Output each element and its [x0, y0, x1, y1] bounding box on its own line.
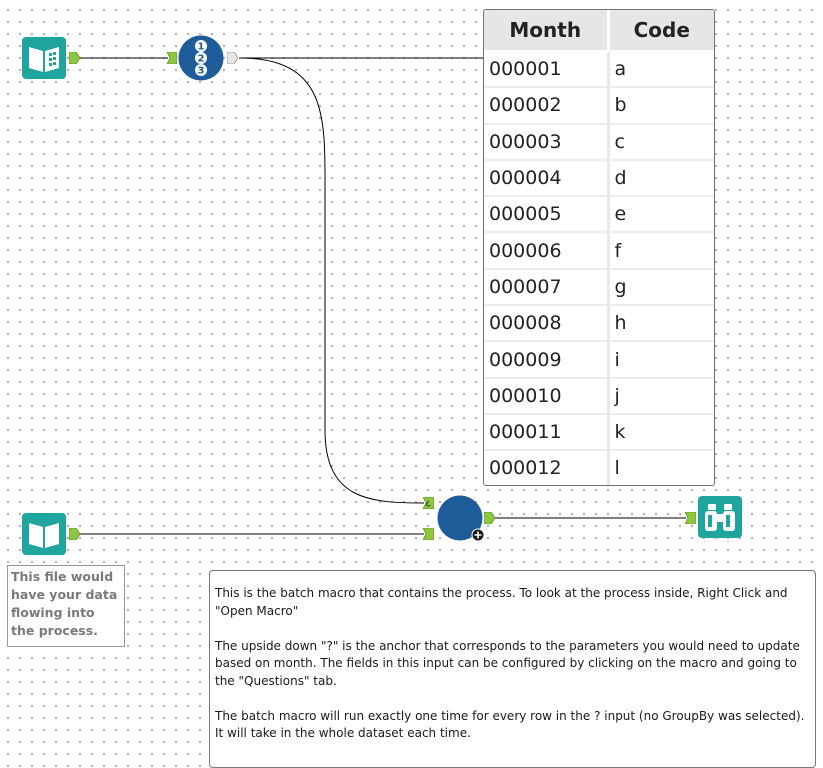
code-cell: k: [608, 413, 714, 452]
digit-1: 1: [198, 42, 205, 53]
book-icon: [22, 37, 66, 79]
batch-macro-circle-icon: [437, 495, 485, 542]
data-note-comment[interactable]: This file would have your data flowing i…: [7, 565, 125, 647]
month-cell: 000003: [484, 123, 610, 161]
browse-tool[interactable]: [698, 496, 742, 538]
code-cell: i: [608, 341, 714, 379]
browse-input-anchor[interactable]: [685, 512, 696, 524]
code-cell: f: [608, 232, 714, 270]
code-cell: c: [608, 123, 714, 161]
month-cell: 000011: [484, 413, 610, 452]
binoculars-icon: [698, 496, 742, 538]
code-cell: a: [608, 51, 714, 89]
month-cell: 000004: [484, 159, 610, 198]
month-cell: 000007: [484, 268, 610, 307]
recordid-input-anchor[interactable]: [167, 52, 177, 64]
input-top-output-anchor[interactable]: [69, 52, 80, 64]
column-header-month[interactable]: Month: [484, 10, 610, 52]
digit-3: 3: [198, 66, 205, 77]
macro-note-paragraph: The batch macro will run exactly one tim…: [215, 708, 805, 741]
macro-note-paragraph: This is the batch macro that contains th…: [215, 586, 788, 618]
month-cell: 000012: [484, 450, 610, 485]
macro-data-input-anchor[interactable]: [423, 528, 434, 540]
code-cell: l: [608, 450, 714, 485]
numbered-list-icon: 1 2 3: [178, 35, 224, 81]
book-icon: [22, 513, 66, 555]
batch-macro-tool[interactable]: [436, 495, 486, 545]
month-cell: 000001: [484, 51, 610, 89]
input-data-tool-top[interactable]: [22, 37, 66, 79]
code-cell: g: [608, 268, 714, 307]
month-cell: 000009: [484, 341, 610, 379]
macro-output-anchor[interactable]: [484, 512, 495, 524]
input-data-tool-bottom[interactable]: [22, 513, 66, 555]
month-cell: 000010: [484, 377, 610, 415]
macro-question-anchor[interactable]: [423, 497, 434, 509]
code-cell: h: [608, 305, 714, 343]
table-header-row: Month Code: [484, 10, 714, 52]
wire-recordid-to-macro-question[interactable]: [238, 57, 425, 504]
month-cell: 000008: [484, 305, 610, 343]
month-cell: 000005: [484, 196, 610, 234]
macro-note-comment[interactable]: This is the batch macro that contains th…: [209, 570, 816, 768]
recordid-output-anchor[interactable]: [227, 52, 238, 64]
digit-2: 2: [198, 54, 205, 65]
code-cell: j: [608, 377, 714, 415]
month-cell: 000002: [484, 87, 610, 125]
record-id-tool[interactable]: 1 2 3: [178, 35, 224, 81]
code-cell: d: [608, 159, 714, 198]
code-cell: e: [608, 196, 714, 234]
code-cell: b: [608, 87, 714, 125]
month-cell: 000006: [484, 232, 610, 270]
column-header-code[interactable]: Code: [608, 10, 714, 52]
input-bottom-output-anchor[interactable]: [69, 528, 80, 540]
macro-note-paragraph: The upside down "?" is the anchor that c…: [215, 638, 800, 688]
